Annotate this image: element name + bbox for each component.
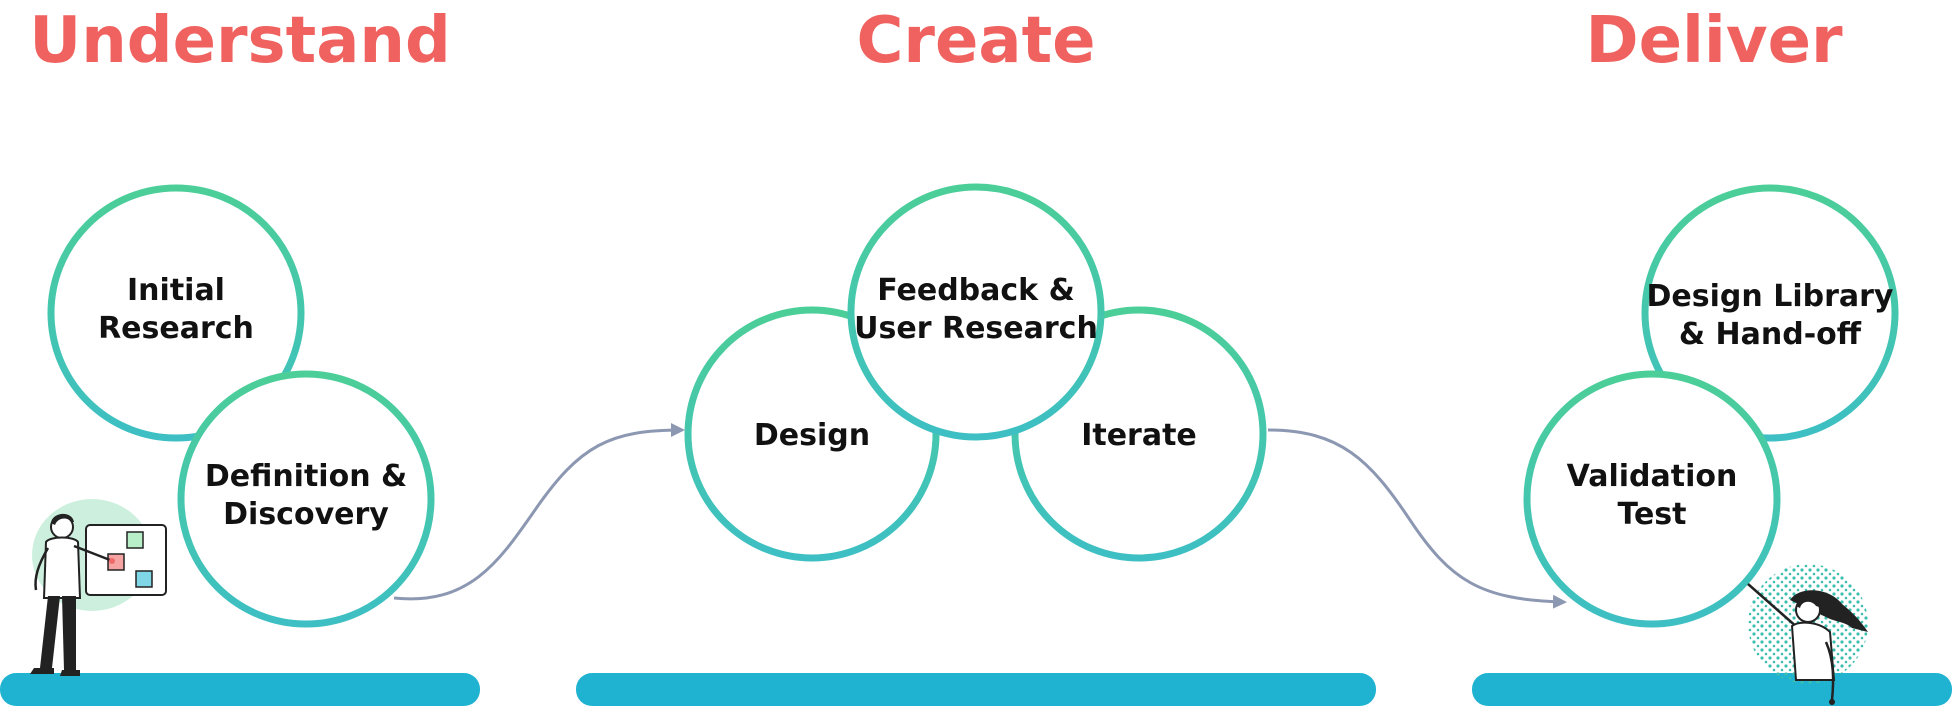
base-bar-understand bbox=[0, 673, 480, 706]
step-label-line: Test bbox=[1617, 497, 1686, 532]
phase-title-understand: Understand bbox=[29, 4, 451, 78]
step-label-line: & Hand-off bbox=[1679, 317, 1862, 352]
person-with-board-illustration bbox=[30, 499, 167, 676]
step-definition-discovery: Definition & Discovery bbox=[177, 370, 435, 628]
person-reaching-illustration bbox=[1747, 564, 1868, 705]
step-label-line: Feedback & bbox=[877, 273, 1075, 308]
step-validation-test: Validation Test bbox=[1523, 370, 1781, 628]
base-bar-create bbox=[576, 673, 1376, 706]
phase-title-deliver: Deliver bbox=[1585, 4, 1843, 78]
step-label-line: Design Library bbox=[1647, 279, 1894, 314]
connector-create-to-deliver bbox=[1267, 428, 1567, 609]
step-design-library-handoff: Design Library & Hand-off bbox=[1641, 184, 1899, 442]
step-label-line: Discovery bbox=[223, 497, 389, 532]
step-label-line: Definition & bbox=[205, 459, 407, 494]
step-label-line: Initial bbox=[127, 273, 225, 308]
phase-title-create: Create bbox=[856, 4, 1095, 78]
step-initial-research: Initial Research bbox=[47, 184, 305, 442]
step-label-line: User Research bbox=[854, 311, 1098, 346]
step-feedback-user-research: Feedback & User Research bbox=[847, 183, 1105, 441]
step-label-line: Iterate bbox=[1081, 418, 1197, 453]
step-label-line: Design bbox=[754, 418, 870, 453]
connector-understand-to-create bbox=[393, 423, 685, 601]
step-label-line: Research bbox=[98, 311, 254, 346]
step-label-line: Validation bbox=[1567, 459, 1738, 494]
base-bar-deliver bbox=[1472, 673, 1952, 706]
